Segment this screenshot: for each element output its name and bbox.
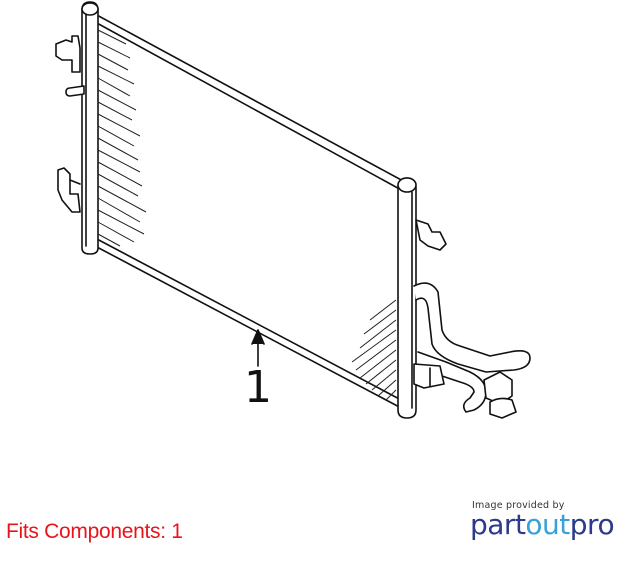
lower-left-bracket	[57, 167, 81, 213]
fits-components-label: Fits Components: 1	[6, 520, 183, 543]
part-callout-number: 1	[244, 362, 272, 413]
upper-right-bracket	[415, 219, 447, 251]
inlet-pipe	[413, 282, 531, 373]
logo-part: part	[470, 508, 526, 541]
upper-left-bracket	[55, 35, 81, 73]
fin-hatching	[97, 29, 397, 401]
logo-pro: pro	[569, 508, 615, 541]
partoutpro-logo: partoutpro	[470, 508, 615, 541]
condenser-core	[94, 13, 406, 411]
image-credit-text: Image provided by	[472, 500, 565, 511]
condenser-diagram	[55, 1, 531, 419]
logo-out: out	[525, 508, 570, 541]
left-tank	[81, 1, 99, 255]
